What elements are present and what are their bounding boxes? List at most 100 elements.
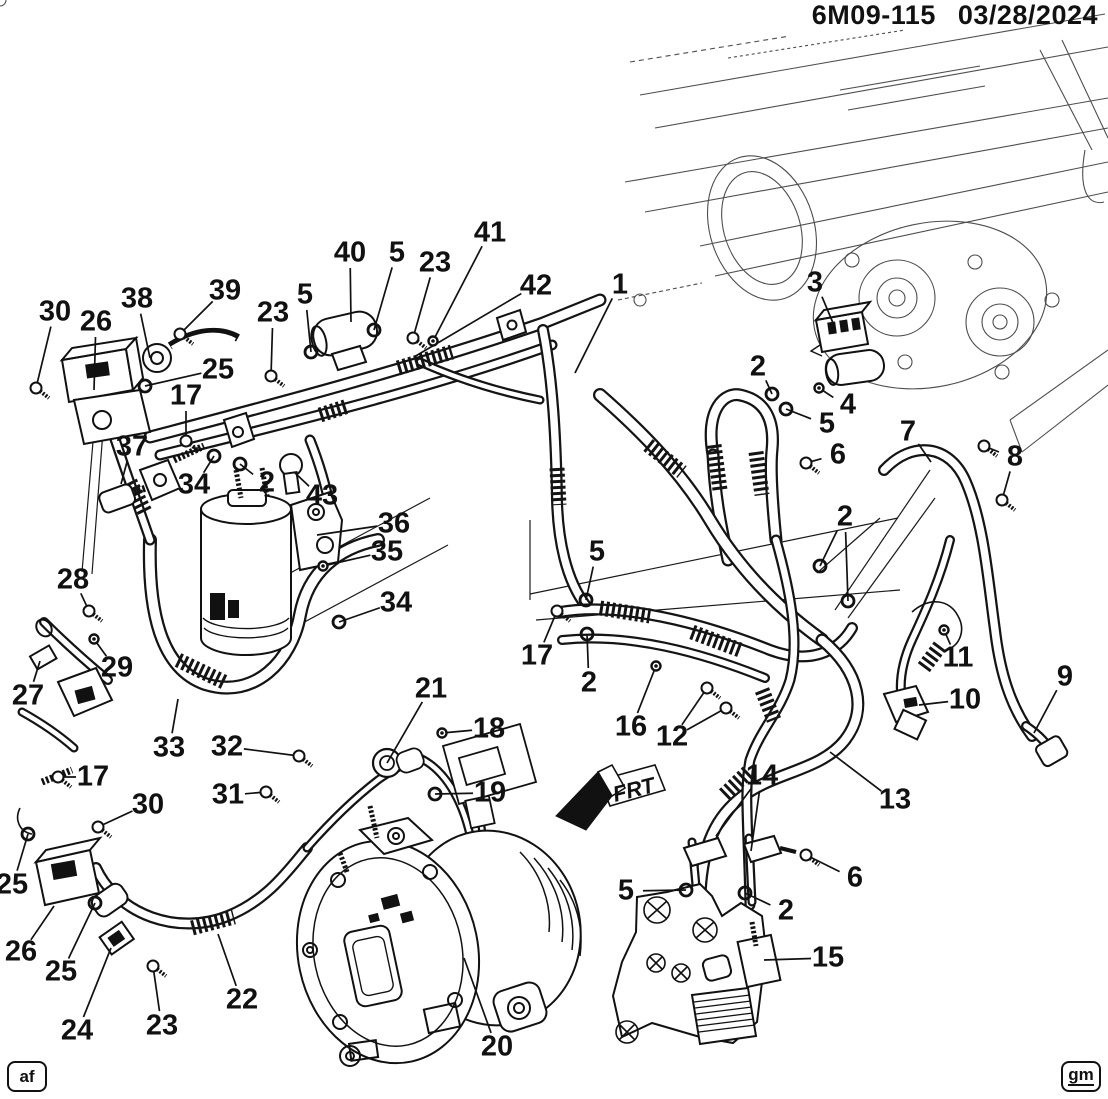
bolt-glyph <box>264 369 286 388</box>
leader-line <box>463 957 492 1034</box>
solenoid-valve-lower <box>33 836 136 956</box>
leader-line <box>202 455 215 474</box>
leader-line <box>765 379 773 395</box>
bolt-glyph <box>550 604 572 623</box>
leader-line <box>270 327 274 377</box>
solenoid-valve-upper <box>59 327 240 446</box>
callout-5: 5 <box>818 407 836 440</box>
pressure-sensor-37 <box>98 411 303 514</box>
ring-glyph <box>812 558 828 574</box>
drawing-date: 03/28/2024 <box>957 0 1098 30</box>
bolt-glyph <box>292 749 314 768</box>
ring-glyph <box>87 895 103 911</box>
ring-glyph <box>232 456 248 472</box>
leader-line <box>179 300 214 335</box>
corner-label-af: af <box>7 1061 47 1092</box>
bolt-glyph <box>51 770 73 789</box>
leader-line <box>750 790 761 852</box>
valve-assembly-3 <box>809 300 886 386</box>
left-fittings <box>16 618 114 835</box>
callout-29: 29 <box>100 651 134 684</box>
callout-23: 23 <box>418 246 452 279</box>
callout-26: 26 <box>4 935 38 968</box>
right-connectors <box>779 601 1069 854</box>
callout-40: 40 <box>333 236 367 269</box>
leader-line <box>120 461 128 485</box>
callout-6: 6 <box>829 438 847 471</box>
callout-10: 10 <box>948 683 982 716</box>
bolt-glyph <box>406 331 428 350</box>
callout-2: 2 <box>258 466 276 499</box>
gm-logo: gm <box>1068 1066 1094 1087</box>
callout-33: 33 <box>152 731 186 764</box>
leader-line <box>844 531 849 602</box>
callout-15: 15 <box>811 941 845 974</box>
bolt-glyph <box>29 381 51 400</box>
callout-17: 17 <box>169 379 203 412</box>
nut-glyph <box>813 382 825 394</box>
fitting-21-bracket <box>367 722 538 839</box>
callout-2: 2 <box>836 500 854 533</box>
ring-glyph <box>764 386 780 402</box>
leader-line <box>386 701 424 764</box>
bolt-glyph <box>995 493 1017 512</box>
callout-2: 2 <box>580 666 598 699</box>
callout-9: 9 <box>1056 660 1074 693</box>
corner-label-gm: gm <box>1061 1061 1101 1092</box>
callout-14: 14 <box>745 759 779 792</box>
compressor <box>295 816 582 1067</box>
bolt-glyph <box>91 820 113 839</box>
ring-glyph <box>331 614 347 630</box>
leader-line <box>35 326 52 389</box>
ring-glyph <box>20 826 36 842</box>
nut-glyph <box>317 560 329 572</box>
callout-25: 25 <box>44 955 78 988</box>
callout-30: 30 <box>131 788 165 821</box>
bolt-glyph <box>799 456 821 475</box>
leader-line <box>243 748 300 757</box>
drawing-number: 6M09-115 <box>811 0 936 30</box>
leader-line <box>715 787 753 837</box>
leader-line <box>686 707 727 731</box>
bolt-glyph <box>259 785 281 804</box>
leader-line <box>322 554 371 567</box>
callout-16: 16 <box>614 710 648 743</box>
leader-line <box>293 471 310 487</box>
callout-13: 13 <box>878 783 912 816</box>
bolt-glyph <box>82 604 104 623</box>
callout-41: 41 <box>473 216 507 249</box>
ring-glyph <box>206 448 222 464</box>
callout-2: 2 <box>749 350 767 383</box>
leader-line <box>67 902 96 959</box>
ring-glyph <box>366 322 382 338</box>
callout-38: 38 <box>120 282 154 315</box>
leader-line <box>821 296 834 324</box>
leader-line <box>574 297 614 374</box>
callout-17: 17 <box>520 639 554 672</box>
drawing-header: 6M09-115 03/28/2024 <box>798 0 1098 31</box>
callout-25: 25 <box>201 353 235 386</box>
callout-19: 19 <box>473 776 507 809</box>
callout-20: 20 <box>480 1030 514 1063</box>
leader-line <box>171 698 179 734</box>
bolt-glyph <box>977 439 999 458</box>
callout-26: 26 <box>79 305 113 338</box>
ring-glyph <box>778 401 794 417</box>
leader-line <box>32 660 41 683</box>
leader-line <box>144 372 202 387</box>
leader-line <box>1033 689 1058 734</box>
callout-27: 27 <box>11 679 45 712</box>
bolt-glyph <box>700 681 722 700</box>
callout-34: 34 <box>177 468 211 501</box>
ring-glyph <box>578 592 594 608</box>
callout-11: 11 <box>942 641 974 674</box>
leader-line <box>30 905 55 941</box>
leader-line <box>681 687 708 726</box>
nut-glyph <box>88 633 100 645</box>
bolt-glyph <box>799 848 821 867</box>
mounting-bracket-15 <box>611 834 783 1046</box>
callout-43: 43 <box>305 479 339 512</box>
leader-line <box>82 947 112 1018</box>
leader-line <box>239 463 254 476</box>
